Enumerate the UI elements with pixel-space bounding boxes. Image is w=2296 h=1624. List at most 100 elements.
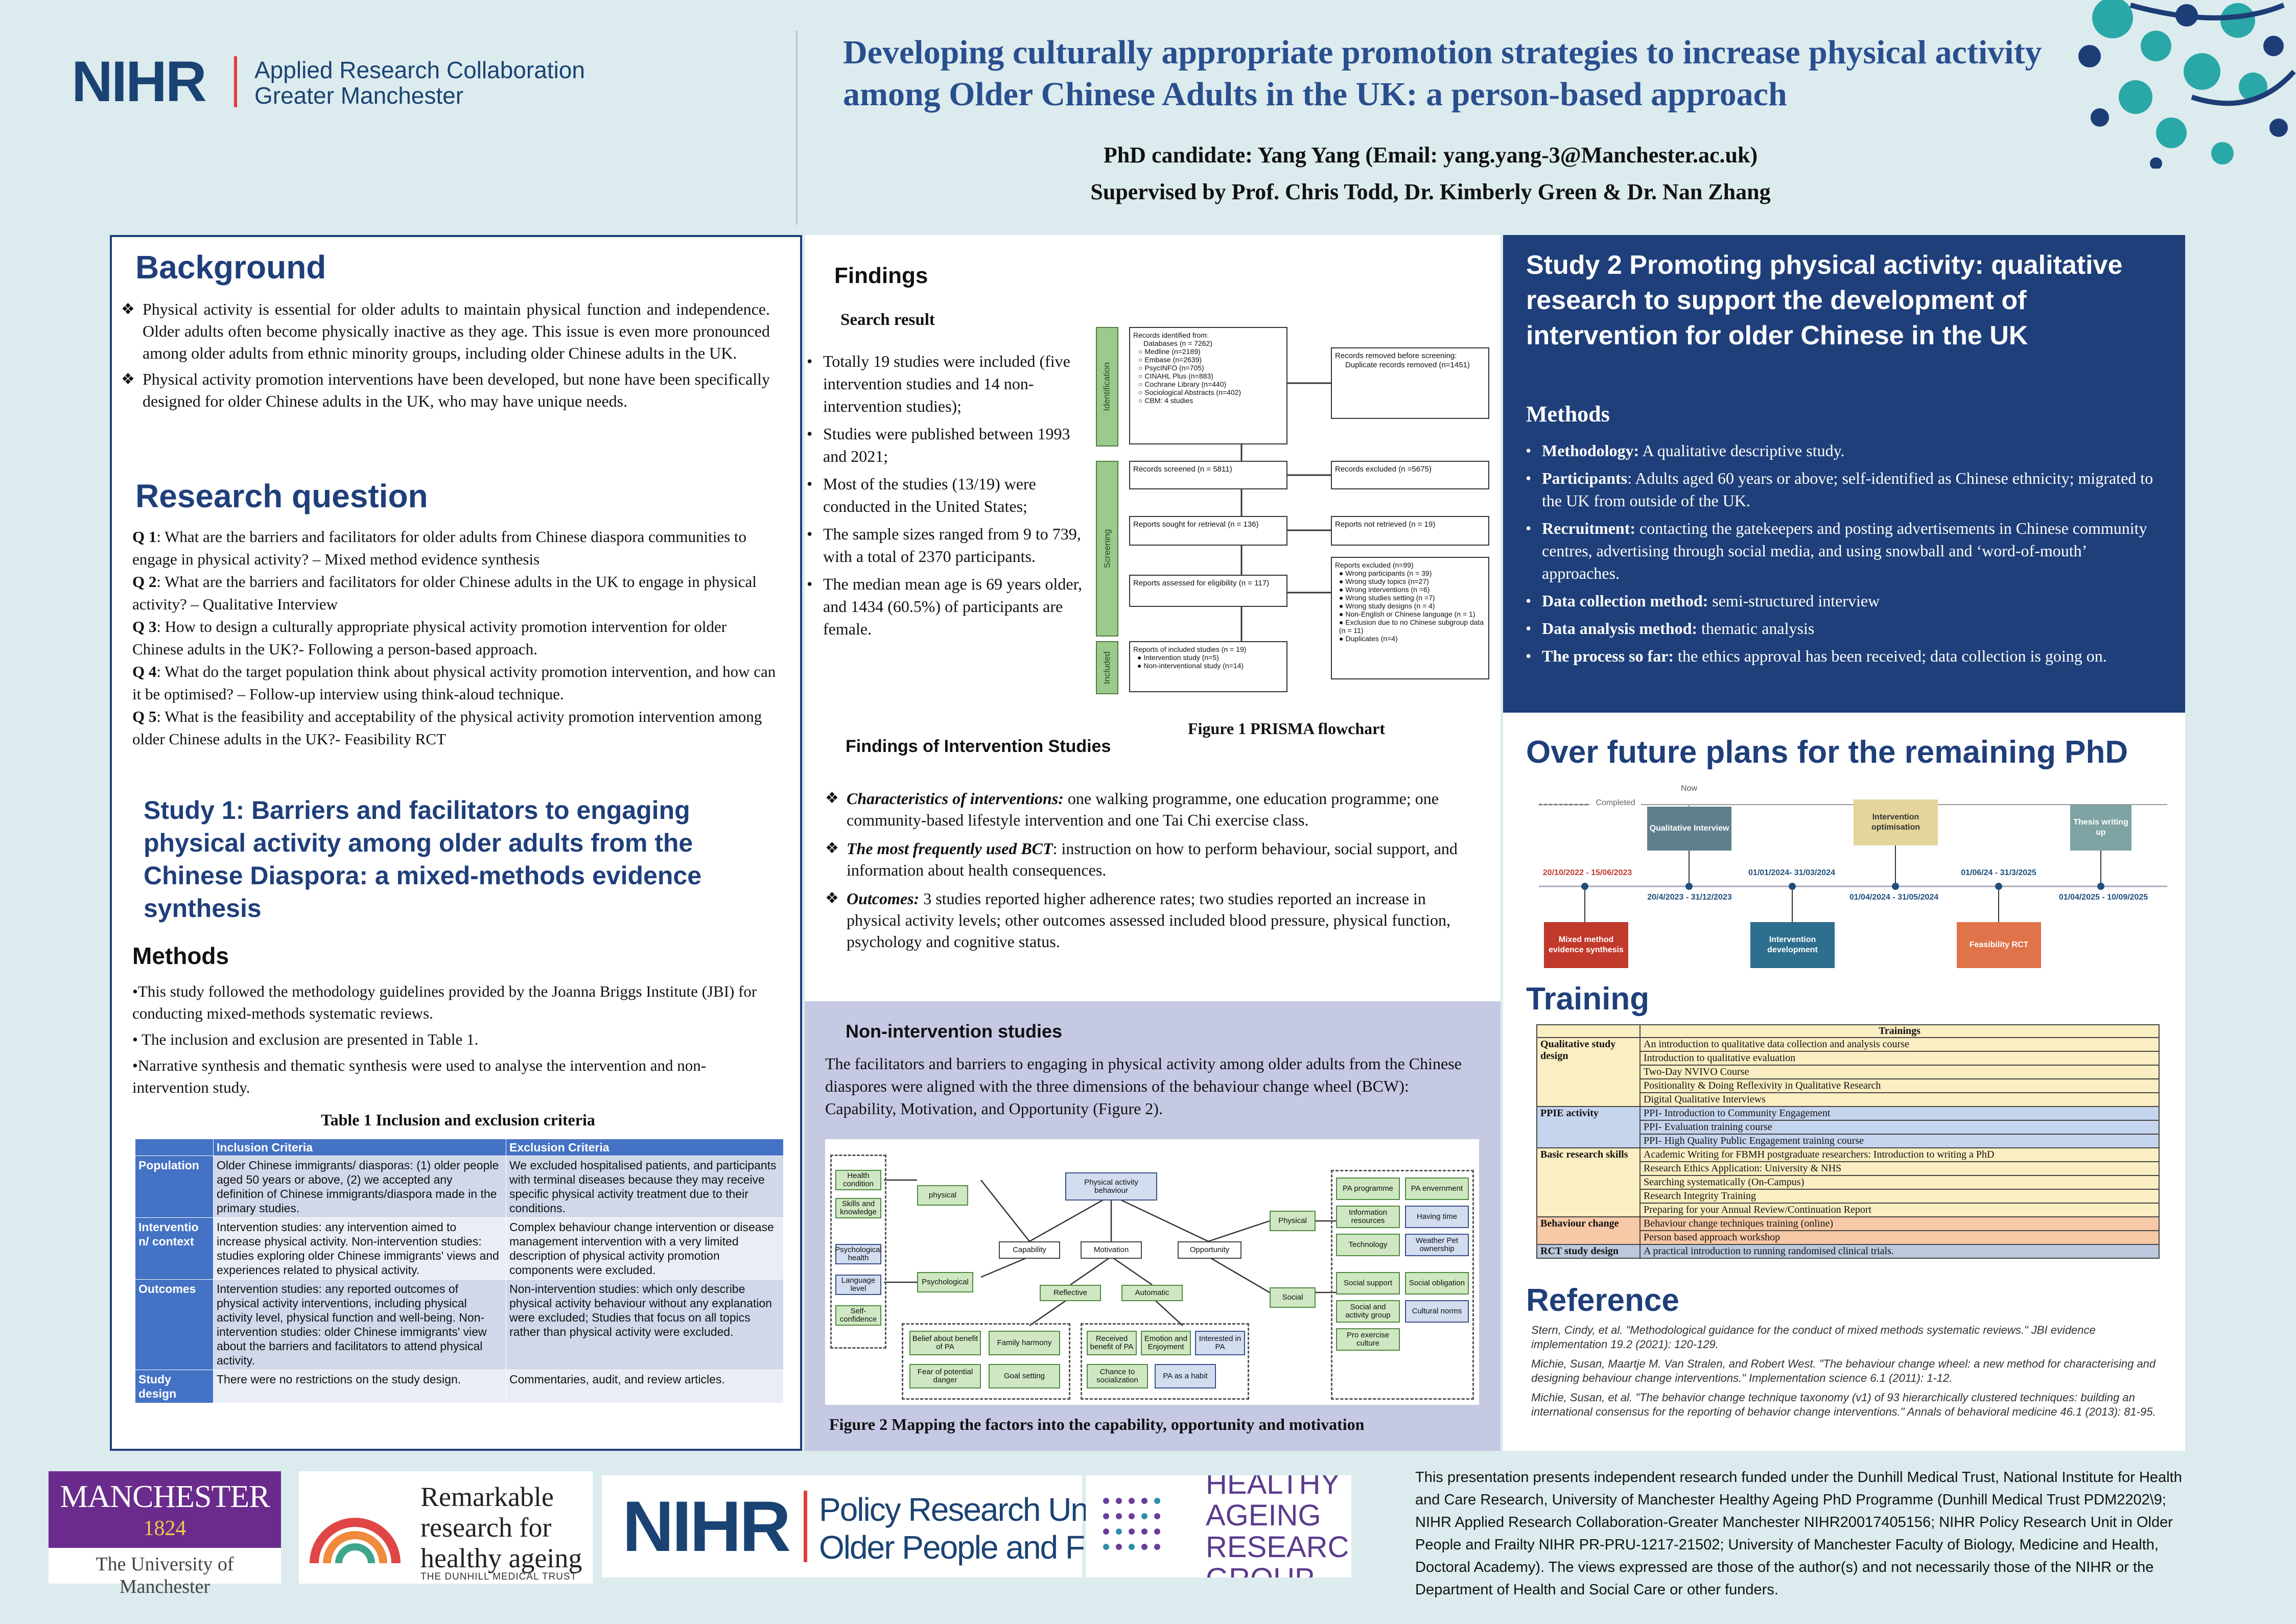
training-item: Introduction to qualitative evaluation xyxy=(1639,1051,2160,1066)
bcw-motivation: Motivation xyxy=(1081,1241,1142,1259)
training-group-behaviour-change: Behaviour change xyxy=(1536,1216,1641,1245)
left-column-panel: Background Physical activity is essentia… xyxy=(110,235,802,1451)
training-heading: Training xyxy=(1526,981,1650,1017)
reference-list: Stern, Cindy, et al. "Methodological gui… xyxy=(1531,1323,2165,1419)
prisma-side-included: Included xyxy=(1096,641,1118,694)
training-item: Preparing for your Annual Review/Continu… xyxy=(1639,1203,2160,1217)
bcw-factor-social-support: Social support xyxy=(1336,1272,1400,1295)
milestone-intervention-optimisation-date: 01/04/2024 - 31/05/2024 xyxy=(1849,893,1939,902)
research-question-heading: Research question xyxy=(135,478,428,514)
study2-method-item: Data collection method: semi-structured … xyxy=(1524,590,2167,612)
training-item: PPI- Introduction to Community Engagemen… xyxy=(1639,1106,2160,1121)
training-item: PPI- Evaluation training course xyxy=(1639,1120,2160,1135)
header-divider xyxy=(796,31,798,225)
training-group-ppie: PPIE activity xyxy=(1536,1106,1641,1148)
milestone-qualitative-interview-date: 20/4/2023 - 31/12/2023 xyxy=(1647,893,1732,902)
findings-heading: Findings xyxy=(834,263,928,288)
supervisors-line: Supervised by Prof. Chris Todd, Dr. Kimb… xyxy=(1090,179,1771,204)
training-item: Research Ethics Application: University … xyxy=(1639,1161,2160,1176)
background-bullet: Physical activity is essential for older… xyxy=(121,298,770,364)
bcw-factor-family: Family harmony xyxy=(989,1331,1060,1355)
research-question-item: Q 1: What are the barriers and facilitat… xyxy=(132,528,747,568)
timeline-completed-label: Completed xyxy=(1590,798,1641,808)
table-row: Interventio n/ context Intervention stud… xyxy=(135,1217,784,1280)
milestone-thesis-writing-date: 01/04/2025 - 10/09/2025 xyxy=(2058,893,2148,902)
bcw-factor-emotion: Emotion and Enjoyment xyxy=(1141,1331,1191,1355)
bcw-factor-belief: Belief about benefit of PA xyxy=(909,1331,981,1355)
bcw-factor-technology: Technology xyxy=(1336,1234,1400,1256)
training-item: Person based approach workshop xyxy=(1639,1230,2160,1245)
nihr-pru-divider xyxy=(804,1491,807,1562)
bcw-factor-social-obligation: Social obligation xyxy=(1405,1272,1469,1295)
nihr-logo-text: NIHR xyxy=(72,50,207,113)
training-item: PPI- High Quality Public Engagement trai… xyxy=(1639,1134,2160,1148)
middle-column-panel: Findings Search result Totally 19 studie… xyxy=(805,235,1501,1001)
bcw-factor-cultural: Cultural norms xyxy=(1405,1300,1469,1323)
bcw-automatic-factors-group xyxy=(1081,1323,1249,1400)
research-question-item: Q 3: How to design a culturally appropri… xyxy=(132,618,727,658)
title-line2: among Older Chinese Adults in the UK: a … xyxy=(843,76,1787,113)
research-question-item: Q 5: What is the feasibility and accepta… xyxy=(132,708,762,748)
pru-line1: Policy Research Unit xyxy=(819,1491,1103,1528)
research-question-list: Q 1: What are the barriers and facilitat… xyxy=(132,526,781,750)
table-header-cell: Inclusion Criteria xyxy=(213,1139,506,1156)
background-bullet: Physical activity promotion intervention… xyxy=(121,368,770,412)
search-result-item: The median mean age is 69 years older, a… xyxy=(805,573,1091,640)
non-intervention-text: The facilitators and barriers to engagin… xyxy=(825,1054,1462,1118)
bcw-factor-chance: Chance to socialization xyxy=(1087,1364,1148,1388)
training-item: Searching systematically (On-Campus) xyxy=(1639,1175,2160,1190)
training-group-qualitative: Qualitative study design xyxy=(1536,1037,1641,1107)
bcw-pa-behaviour: Physical activity behaviour xyxy=(1065,1172,1157,1201)
healthy-ageing-dots-icon xyxy=(1103,1498,1160,1550)
prisma-removed-box: Records removed before screening: Duplic… xyxy=(1331,347,1489,419)
training-item: Behaviour change techniques training (on… xyxy=(1639,1216,2160,1231)
table-row: Outcomes Intervention studies: any repor… xyxy=(135,1279,784,1370)
training-item: A practical introduction to running rand… xyxy=(1639,1244,2160,1259)
study2-method-item: The process so far: the ethics approval … xyxy=(1524,645,2167,667)
prisma-excluded-box: Records excluded (n =5675) xyxy=(1331,461,1489,489)
study1-methods-list: •This study followed the methodology gui… xyxy=(132,980,776,1098)
bcw-factor-pro-exercise: Pro exercise culture xyxy=(1336,1328,1400,1351)
dunhill-logo: Remarkable research for healthy ageing T… xyxy=(299,1471,593,1584)
study2-method-item: Methodology: A qualitative descriptive s… xyxy=(1524,439,2167,462)
training-item: Digital Qualitative Interviews xyxy=(1639,1092,2160,1107)
bcw-psychological-capability: Psychological xyxy=(917,1272,973,1292)
bcw-factor-goal: Goal setting xyxy=(989,1364,1060,1388)
bcw-capability: Capability xyxy=(999,1241,1060,1259)
milestone-feasibility-rct-date: 01/06/24 - 31/3/2025 xyxy=(1961,868,2036,877)
research-question-item: Q 4: What do the target population think… xyxy=(132,663,776,703)
training-item: Academic Writing for FBMH postgraduate r… xyxy=(1639,1147,2160,1162)
future-plans-heading: Over future plans for the remaining PhD xyxy=(1526,735,2128,770)
training-table-corner xyxy=(1536,1024,1641,1038)
nihr-arc-logo: NIHR Applied Research Collaboration Grea… xyxy=(72,50,585,113)
poster-title: Developing culturally appropriate promot… xyxy=(843,32,2222,115)
prisma-not-retrieved-box: Reports not retrieved (n = 19) xyxy=(1331,516,1489,546)
intervention-finding-item: The most frequently used BCT: instructio… xyxy=(825,838,1464,881)
manchester-logo-block: MANCHESTER 1824 xyxy=(49,1471,281,1548)
dunhill-logo-text: Remarkable research for healthy ageing xyxy=(420,1481,582,1573)
search-result-heading: Search result xyxy=(840,311,935,329)
bcw-diagram: Physical activity behaviour Capability M… xyxy=(825,1139,1479,1405)
milestone-qualitative-interview: Qualitative Interview xyxy=(1647,807,1731,851)
prisma-connectors xyxy=(1240,382,1331,641)
milestone-intervention-development: Intervention development xyxy=(1750,922,1835,968)
reference-item: Michie, Susan, et al. "The behavior chan… xyxy=(1531,1391,2156,1418)
manchester-logo-name: MANCHESTER xyxy=(60,1479,270,1514)
study2-panel: Study 2 Promoting physical activity: qua… xyxy=(1503,235,2185,713)
training-group-basic-skills: Basic research skills xyxy=(1536,1147,1641,1217)
bcw-factor-psych-health: Psychological health xyxy=(835,1244,882,1264)
table-row: Study design There were no restrictions … xyxy=(135,1370,784,1403)
bcw-factor-received: Received benefit of PA xyxy=(1087,1331,1137,1355)
prisma-side-screening: Screening xyxy=(1096,461,1118,637)
search-result-item: The sample sizes ranged from 9 to 739, w… xyxy=(805,523,1091,568)
right-lower-panel: Over future plans for the remaining PhD xyxy=(1503,713,2185,1451)
bcw-factor-self-confidence: Self-confidence xyxy=(835,1305,881,1326)
milestone-mixed-method: Mixed method evidence synthesis xyxy=(1544,922,1628,968)
decorative-dots-graphic xyxy=(2078,0,2296,169)
prisma-screened-box: Records screened (n = 5811) xyxy=(1129,461,1287,489)
training-item: Positionality & Doing Reflexivity in Qua… xyxy=(1639,1078,2160,1093)
milestone-intervention-development-date: 01/01/2024- 31/03/2024 xyxy=(1748,868,1835,877)
timeline-now-label: Now xyxy=(1680,784,1697,793)
dunhill-rings-icon xyxy=(310,1518,401,1564)
